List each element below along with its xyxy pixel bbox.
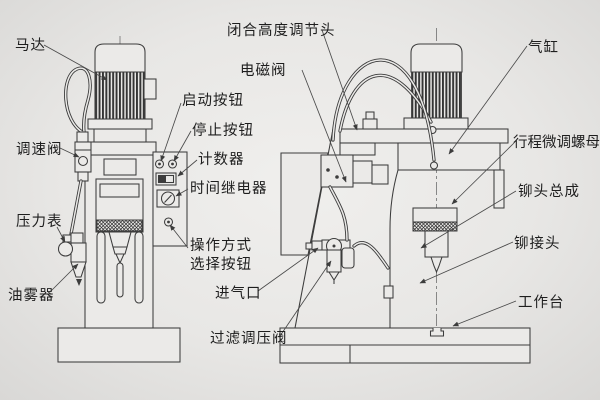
label-motor: 马达 xyxy=(15,37,46,54)
front-view-machine xyxy=(57,36,188,363)
motor-fins xyxy=(95,71,145,120)
stroke-adjust-nut xyxy=(412,207,458,223)
control-panel xyxy=(152,151,188,247)
label-rivet-head-assembly: 铆头总成 xyxy=(518,183,580,200)
label-stroke-fine-adjust-nut: 行程微调螺母 xyxy=(513,134,600,151)
motor xyxy=(87,43,157,130)
machine-base-front xyxy=(57,327,181,363)
label-speed-valve: 调速阀 xyxy=(16,141,63,158)
ram-housing xyxy=(397,142,501,171)
label-stop-button: 停止按钮 xyxy=(192,122,254,139)
label-worktable: 工作台 xyxy=(518,294,565,311)
label-air-cylinder: 气缸 xyxy=(528,38,559,56)
air-hoses xyxy=(328,58,439,270)
t-slot xyxy=(429,328,445,337)
rivet-head-assembly-part xyxy=(412,207,458,274)
label-filter-regulator: 过滤调压阀 xyxy=(210,330,288,347)
solenoid-valve-assembly xyxy=(320,142,389,188)
frame-stop-tab xyxy=(383,285,394,299)
label-close-height-adjuster: 闭合高度调节头 xyxy=(227,22,336,39)
label-time-relay: 时间继电器 xyxy=(190,180,268,197)
label-solenoid-valve: 电磁阀 xyxy=(240,62,287,79)
label-operation-mode-line1: 操作方式 xyxy=(190,237,252,254)
label-rivet-joint: 铆接头 xyxy=(514,235,561,252)
mounting-plate xyxy=(339,128,509,144)
pressure-gauge-oil-mister-unit xyxy=(57,232,87,286)
oil-mister-body xyxy=(70,261,87,278)
speed-control-valve xyxy=(74,131,92,182)
label-oil-mister: 油雾器 xyxy=(8,287,55,304)
label-counter: 计数器 xyxy=(198,151,245,168)
rivet-joint-tip xyxy=(430,256,443,274)
pressure-gauge-dial xyxy=(57,241,74,257)
lower-port-fitting xyxy=(429,161,439,170)
rivet-chuck-front xyxy=(95,178,144,298)
filter-regulator-unit xyxy=(305,237,355,284)
punch-rod xyxy=(116,262,124,298)
stroke-adjust-bracket xyxy=(493,169,505,209)
motor-junction-box xyxy=(143,78,157,100)
filter-bowl xyxy=(326,249,342,273)
hose-loop xyxy=(64,66,92,135)
side-view-machine xyxy=(279,28,531,364)
knurled-ring-side xyxy=(412,221,458,232)
worktable xyxy=(279,327,531,364)
oil-mister-tip xyxy=(76,279,82,286)
label-air-inlet: 进气口 xyxy=(215,285,262,302)
leader-lines xyxy=(43,29,528,337)
guide-rods xyxy=(96,231,144,304)
knurled-ring-front xyxy=(96,219,143,232)
oiler-bowl xyxy=(341,247,355,269)
label-start-button: 启动按钮 xyxy=(182,92,244,109)
label-pressure-gauge: 压力表 xyxy=(16,213,63,230)
labels: 马达 调速阀 压力表 油雾器 闭合高度调节头 电磁阀 启动按钮 停止按钮 计数器… xyxy=(8,22,600,347)
label-operation-mode-line2: 选择按钮 xyxy=(190,256,252,273)
